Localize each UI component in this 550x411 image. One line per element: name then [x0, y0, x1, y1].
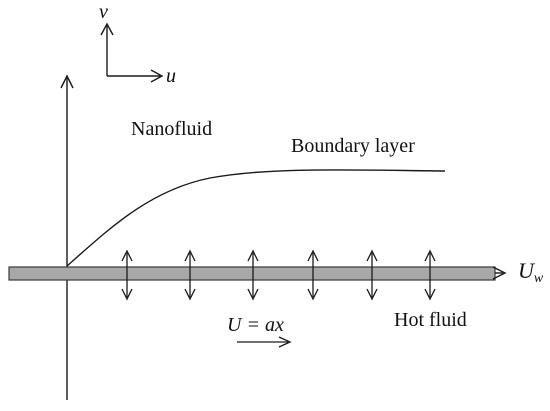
- boundary-layer-label: Boundary layer: [291, 135, 415, 157]
- free-stream-arrow: [237, 336, 292, 348]
- stretching-sheet: [8, 266, 496, 281]
- hot-fluid-label: Hot fluid: [394, 309, 467, 331]
- suction-arrow: [366, 249, 378, 301]
- suction-arrow: [424, 249, 436, 301]
- suction-arrow: [184, 249, 196, 301]
- vertical-axis-arrowhead: [60, 74, 74, 89]
- suction-arrow: [307, 249, 319, 301]
- v-reference-arrowhead: [100, 22, 114, 36]
- nanofluid-label: Nanofluid: [131, 118, 213, 140]
- coordinate-reference: [100, 22, 164, 83]
- u-reference-arrowhead: [150, 69, 164, 83]
- wall-velocity-symbol: U: [518, 258, 534, 283]
- u-axis-label: u: [166, 65, 176, 87]
- suction-arrow: [247, 249, 259, 301]
- boundary-layer-curve: [66, 169, 446, 267]
- wall-velocity-subscript: w: [533, 271, 544, 286]
- suction-arrows: [121, 249, 436, 301]
- vertical-axis: [60, 74, 74, 400]
- v-axis-label: v: [99, 1, 108, 23]
- suction-arrow: [121, 249, 133, 301]
- plate-axis-arrow: [492, 266, 507, 280]
- free-stream-label: U = ax: [227, 314, 284, 336]
- plate-axis-arrowhead: [492, 266, 507, 280]
- wall-velocity-label: Uw: [518, 258, 543, 286]
